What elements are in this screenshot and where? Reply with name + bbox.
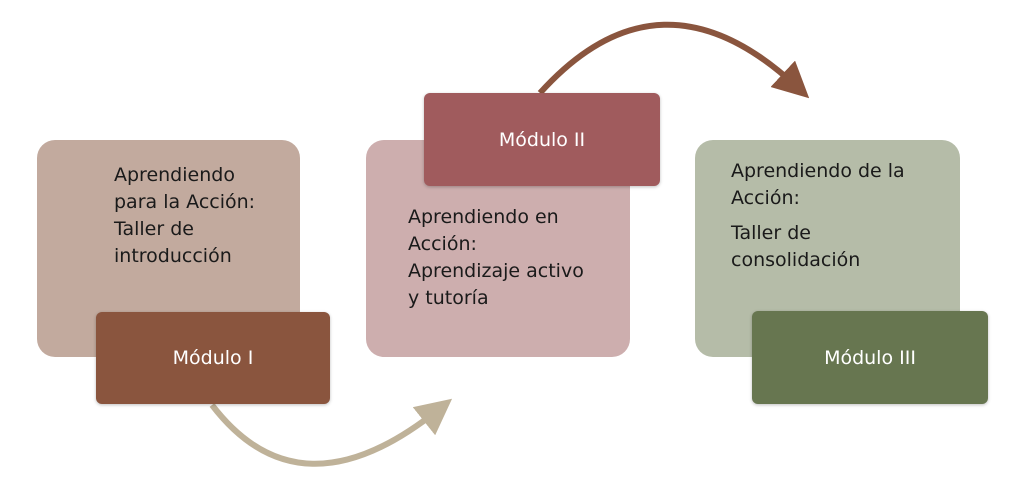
text-line: Aprendizaje activo bbox=[408, 260, 584, 282]
text-line: para la Acción: bbox=[114, 191, 256, 213]
module1-label: Módulo I bbox=[96, 312, 330, 404]
text-line: y tutoría bbox=[408, 287, 489, 309]
module3-label: Módulo III bbox=[752, 311, 988, 404]
text-line: Aprendiendo de la bbox=[731, 160, 905, 182]
text-line: Taller de bbox=[114, 218, 194, 240]
text-line: consolidación bbox=[731, 249, 861, 271]
text-line: Acción: bbox=[731, 187, 800, 209]
text-line: introducción bbox=[114, 245, 232, 267]
arrow-module1-to-module2 bbox=[209, 398, 453, 467]
arrow-module2-to-module3 bbox=[537, 21, 810, 99]
text-line: Taller de bbox=[731, 222, 811, 244]
text-line: Aprendiendo bbox=[114, 164, 235, 186]
text-line: Aprendiendo en bbox=[408, 206, 559, 228]
module2-label: Módulo II bbox=[424, 93, 660, 186]
text-line: Acción: bbox=[408, 233, 477, 255]
